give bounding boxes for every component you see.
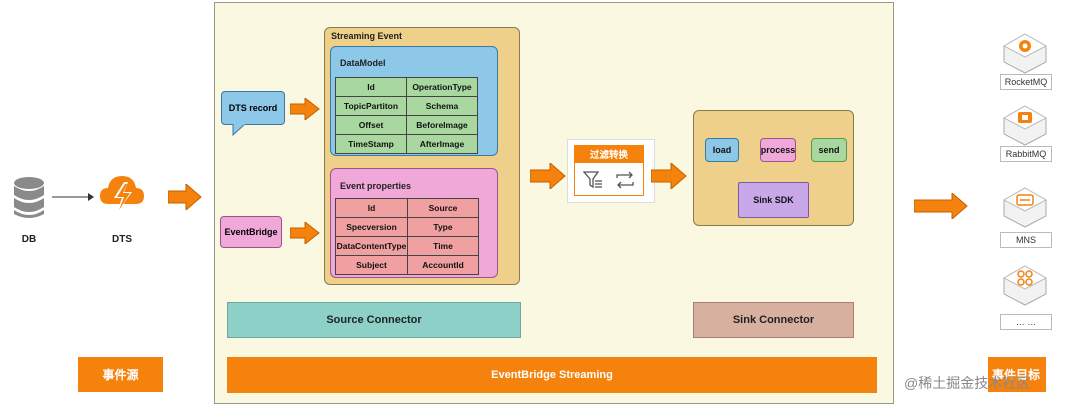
table-cell: Id (335, 77, 407, 97)
table-cell: Schema (406, 96, 478, 116)
load-box: load (705, 138, 739, 162)
table-cell: Source (407, 198, 479, 218)
table-row: TimeStamp AfterImage (335, 134, 478, 154)
dts-record-arrow (290, 98, 320, 120)
table-cell: TimeStamp (335, 134, 407, 154)
table-row: Specversion Type (335, 217, 479, 237)
event-source-box: 事件源 (78, 357, 163, 392)
eventbridge-streaming-bar: EventBridge Streaming (227, 357, 877, 393)
table-cell: Subject (335, 255, 408, 275)
eventbridge-box: EventBridge (220, 216, 282, 248)
rabbitmq-icon (1002, 104, 1048, 146)
dts-label: DTS (112, 234, 132, 245)
event-properties-table: Id Source Specversion Type DataContentTy… (335, 198, 479, 275)
table-cell: DataContentType (335, 236, 408, 256)
transform-swap-icon (616, 171, 634, 189)
table-row: Subject AccountId (335, 255, 479, 275)
rocketmq-icon (1002, 32, 1048, 74)
filter-funnel-icon (583, 171, 602, 189)
process-box: process (760, 138, 796, 162)
eventbridge-arrow (290, 222, 320, 244)
table-row: Offset BeforeImage (335, 115, 478, 135)
more-target-icon (1002, 264, 1048, 306)
mns-icon (1002, 186, 1048, 228)
table-cell: AccountId (407, 255, 479, 275)
db-to-dts-arrow (52, 193, 94, 201)
send-box: send (811, 138, 847, 162)
filter-body (574, 163, 644, 196)
arrow-to-targets (914, 193, 968, 219)
source-connector-bar: Source Connector (227, 302, 521, 338)
filter-title: 过滤转换 (574, 145, 644, 163)
table-cell: AfterImage (406, 134, 478, 154)
dts-cloud-icon (98, 170, 146, 216)
arrow-into-frame (168, 184, 202, 210)
arrow-to-filter (530, 163, 566, 189)
table-cell: Type (407, 217, 479, 237)
event-properties-title: Event properties (340, 181, 412, 191)
sink-sdk-box: Sink SDK (738, 182, 809, 218)
table-cell: Id (335, 198, 408, 218)
target-label-mns: MNS (1000, 232, 1052, 248)
sink-connector-bar: Sink Connector (693, 302, 854, 338)
table-cell: BeforeImage (406, 115, 478, 135)
target-label-more: … … (1000, 314, 1052, 330)
datamodel-table: Id OperationType TopicPartiton Schema Of… (335, 77, 478, 154)
dts-record-tail (232, 124, 246, 136)
dts-record-box: DTS record (221, 91, 285, 125)
table-row: TopicPartiton Schema (335, 96, 478, 116)
table-cell: Offset (335, 115, 407, 135)
watermark-text: @稀土掘金技术社区 (904, 375, 1031, 391)
table-row: Id OperationType (335, 77, 478, 97)
table-row: Id Source (335, 198, 479, 218)
table-cell: Specversion (335, 217, 408, 237)
streaming-event-title: Streaming Event (331, 31, 403, 41)
table-cell: TopicPartiton (335, 96, 407, 116)
datamodel-title: DataModel (340, 58, 386, 68)
db-label: DB (21, 234, 37, 245)
table-cell: Time (407, 236, 479, 256)
target-label-rocketmq: RocketMQ (1000, 74, 1052, 90)
db-icon (12, 176, 46, 220)
arrow-to-sink (651, 163, 687, 189)
table-cell: OperationType (406, 77, 478, 97)
table-row: DataContentType Time (335, 236, 479, 256)
target-label-rabbitmq: RabbitMQ (1000, 146, 1052, 162)
event-target-box: 事件目标 (988, 357, 1046, 392)
